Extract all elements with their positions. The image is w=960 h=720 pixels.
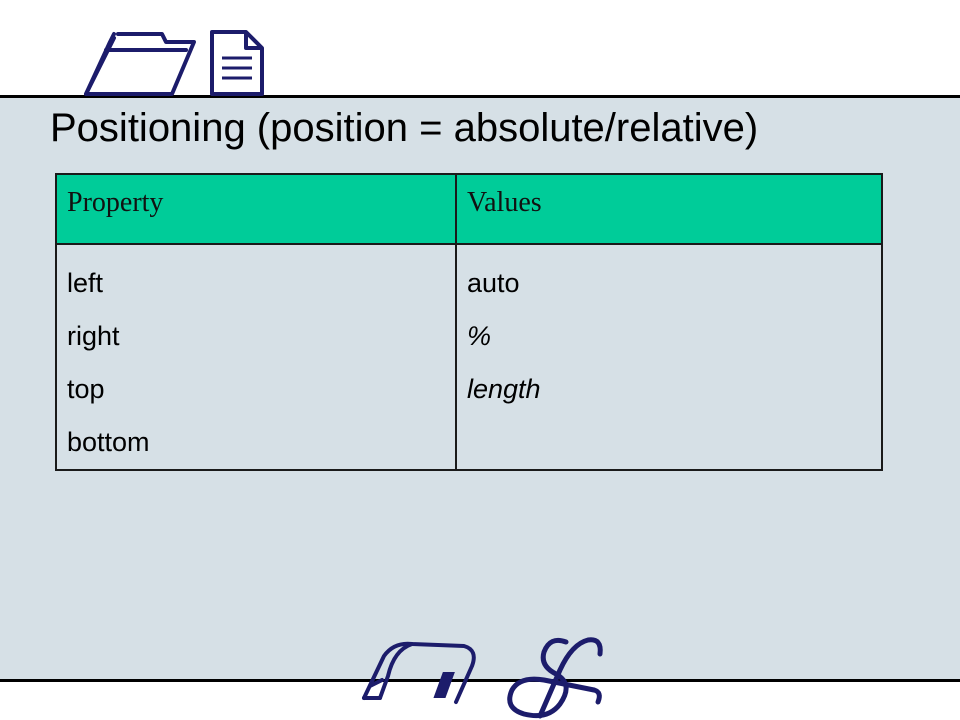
header-property-label: Property [67,187,164,218]
property-cell: left right top bottom [55,243,457,471]
property-bottom: bottom [67,427,150,457]
property-left: left [67,268,104,298]
property-top: top [67,374,105,404]
property-right: right [67,321,120,351]
top-rule [0,95,960,98]
values-cell: auto % length [455,243,883,471]
document-icon [210,30,264,96]
mailbox-icon [362,641,476,704]
table-header-row: Property Values [55,173,883,245]
value-length: length [467,374,541,404]
table-row: left right top bottom auto % length [55,243,883,471]
ampersand-icon [507,637,603,719]
header-values-label: Values [467,187,542,218]
value-auto: auto [467,268,520,298]
bottom-rule [0,679,960,682]
header-property: Property [55,173,457,245]
folder-icon [84,32,196,96]
header-values: Values [455,173,883,245]
properties-table: Property Values left right top bottom au… [55,173,883,471]
slide-title: Positioning (position = absolute/relativ… [50,106,759,150]
value-percent: % [467,321,492,351]
